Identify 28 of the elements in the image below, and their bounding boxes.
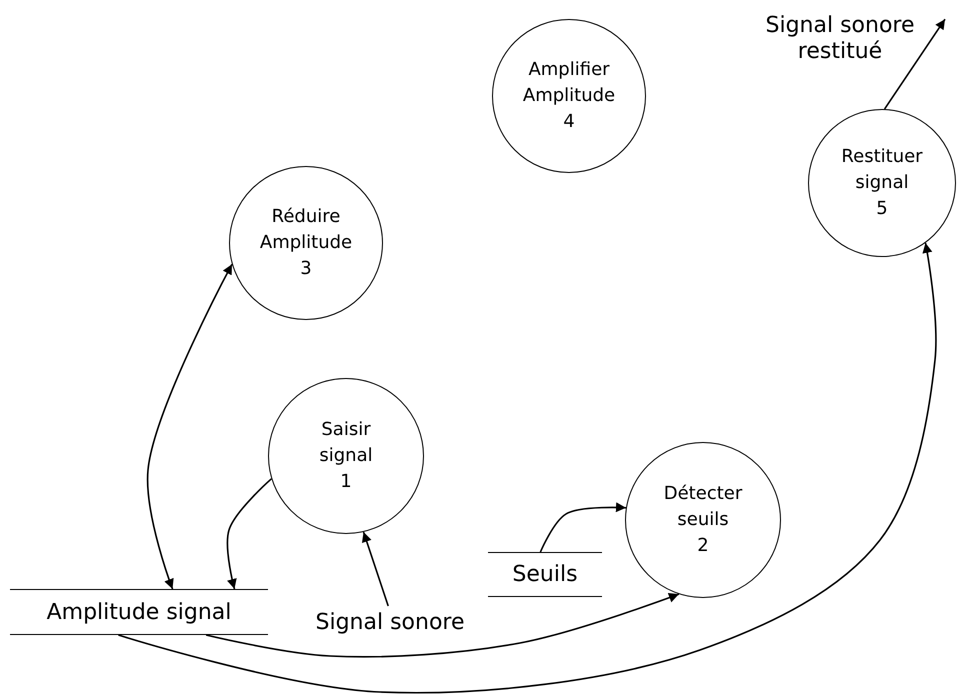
flow-label: Signal sonore [300,606,480,640]
process-name: Détecter seuils [664,482,742,532]
process-circle [808,109,956,257]
process-circle [268,378,424,534]
arrow [540,502,626,552]
store-label: Amplitude signal [46,600,232,624]
process-number: 5 [876,197,888,222]
arrow [226,478,272,590]
store-label: Seuils [512,562,578,587]
process-circle [492,19,646,173]
arrow [118,242,937,694]
arrow [362,532,389,606]
process-number: 1 [340,470,352,494]
process-name: Restituer signal [841,144,923,195]
arrow [146,264,233,590]
process-circle [229,166,383,320]
data-store [10,589,268,635]
process-name: Amplifier Amplitude [522,58,616,108]
process-circle [625,442,781,598]
flow-label: Signal sonore restitué [735,6,945,72]
arrow [884,18,946,110]
process-number: 4 [563,110,575,134]
process-number: 2 [697,534,709,558]
process-number: 3 [300,257,312,282]
arrow [206,592,680,658]
data-store [488,552,602,597]
process-name: Saisir signal [319,418,373,468]
process-name: Réduire Amplitude [260,204,352,255]
